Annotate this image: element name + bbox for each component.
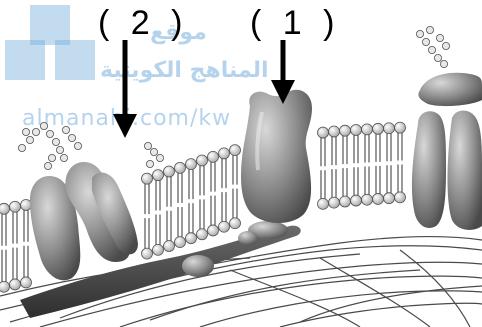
phospholipid-head <box>175 237 186 248</box>
phospholipid-head <box>10 279 21 290</box>
label-2: ( 2 ) <box>98 6 188 40</box>
phospholipid-head <box>175 162 186 173</box>
phospholipid-head <box>384 193 395 204</box>
phospholipid-head <box>384 123 395 134</box>
phospholipid-head <box>0 281 10 292</box>
sugar-bead <box>74 142 81 149</box>
integral-protein-large <box>241 90 312 223</box>
glycoprotein-top-right <box>418 73 482 106</box>
sugar-bead <box>40 122 47 129</box>
sugar-bead <box>144 142 151 149</box>
phospholipid-head <box>395 192 406 203</box>
phospholipid-head <box>329 197 340 208</box>
phospholipid-head <box>164 166 175 177</box>
sugar-bead <box>60 154 67 161</box>
phospholipid-head <box>340 196 351 207</box>
phospholipid-head <box>329 126 340 137</box>
sugar-bead <box>442 42 449 49</box>
phospholipid-head <box>373 193 384 204</box>
phospholipid-head <box>230 145 241 156</box>
sugar-bead <box>422 38 429 45</box>
peripheral-protein-inner-1 <box>182 255 214 277</box>
sugar-bead <box>156 154 163 161</box>
phospholipid-head <box>362 194 373 205</box>
phospholipid-head <box>21 200 32 211</box>
sugar-bead <box>22 128 29 135</box>
sugar-bead <box>434 54 441 61</box>
phospholipid-head <box>340 125 351 136</box>
phospholipid-head <box>21 277 32 288</box>
sugar-bead <box>26 136 33 143</box>
label-arrow-2 <box>113 40 137 138</box>
sugar-bead <box>426 26 433 33</box>
phospholipid-head <box>219 148 230 159</box>
phospholipid-head <box>153 170 164 181</box>
phospholipid-head <box>208 225 219 236</box>
sugar-bead <box>56 146 63 153</box>
sugar-bead <box>52 138 59 145</box>
phospholipid-head <box>351 195 362 206</box>
sugar-bead <box>416 30 423 37</box>
phospholipid-head <box>10 201 21 212</box>
sugar-bead <box>436 34 443 41</box>
phospholipid-head <box>208 151 219 162</box>
phospholipid-head <box>142 173 153 184</box>
sugar-bead <box>46 130 53 137</box>
phospholipid-head <box>164 241 175 252</box>
integral-protein-right-1 <box>412 111 446 228</box>
phospholipid-head <box>373 123 384 134</box>
phospholipid-head <box>142 248 153 259</box>
phospholipid-head <box>395 122 406 133</box>
phospholipid-head <box>186 159 197 170</box>
phospholipid-head <box>197 229 208 240</box>
sugar-bead <box>440 60 447 67</box>
phospholipid-head <box>318 198 329 209</box>
phospholipid-head <box>153 244 164 255</box>
sugar-bead <box>32 128 39 135</box>
integral-protein-right-2 <box>448 111 482 230</box>
sugar-bead <box>428 46 435 53</box>
sugar-bead <box>44 162 51 169</box>
sugar-bead <box>62 126 69 133</box>
phospholipid-head <box>219 221 230 232</box>
phospholipid-head <box>230 218 241 229</box>
phospholipid-head <box>186 233 197 244</box>
sugar-bead <box>68 134 75 141</box>
phospholipid-head <box>362 124 373 135</box>
phospholipid-head <box>351 124 362 135</box>
phospholipid-head <box>0 203 10 214</box>
sugar-bead <box>48 154 55 161</box>
label-1: ( 1 ) <box>250 6 340 40</box>
sugar-bead <box>18 144 25 151</box>
sugar-bead <box>150 148 157 155</box>
sugar-bead <box>146 160 153 167</box>
phospholipid-head <box>318 127 329 138</box>
peripheral-protein-inner-3 <box>238 231 258 245</box>
phospholipid-head <box>197 155 208 166</box>
